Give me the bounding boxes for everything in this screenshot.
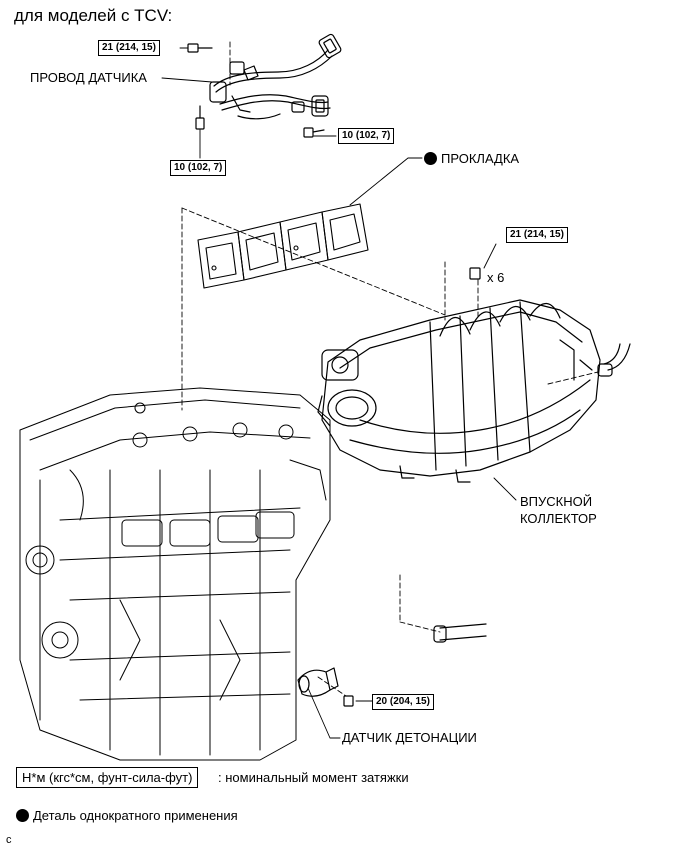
- gasket-label-text: ПРОКЛАДКА: [441, 151, 520, 166]
- manifold-bolt: [469, 267, 481, 280]
- assembly-guide-lines: [181, 41, 599, 697]
- legend-unit-box: Н*м (кгс*см, фунт-сила-фут): [16, 767, 199, 788]
- legend-non-reusable-text: Деталь однократного применения: [33, 808, 238, 823]
- legend-non-reusable: Деталь однократного применения: [16, 808, 238, 823]
- filled-circle-icon: [16, 809, 29, 822]
- legend-unit-description: : номинальный момент затяжки: [218, 770, 409, 785]
- leader-lines: [161, 47, 517, 739]
- torque-wire-left: 10 (102, 7): [170, 160, 227, 176]
- engine-block: [19, 387, 331, 761]
- intake-manifold: [317, 299, 601, 483]
- vacuum-hose-right: [597, 343, 631, 377]
- torque-wire-right: 10 (102, 7): [338, 128, 395, 144]
- intake-gasket: [197, 203, 369, 289]
- bolt-count-label: x 6: [487, 270, 505, 285]
- harness-bolts: [187, 43, 325, 138]
- sensor-wire-harness: [209, 33, 342, 120]
- knock-sensor-label: ДАТЧИК ДЕТОНАЦИИ: [342, 730, 477, 745]
- torque-knock-sensor: 20 (204, 15): [372, 694, 434, 710]
- gasket-label: ПРОКЛАДКА: [424, 151, 519, 166]
- torque-wire-upper: 21 (214, 15): [98, 40, 160, 56]
- footer-code: c: [6, 834, 12, 846]
- intake-manifold-label: ВПУСКНОЙ КОЛЛЕКТОР: [520, 493, 597, 527]
- intake-manifold-label-line2: КОЛЛЕКТОР: [520, 511, 597, 526]
- knock-sensor: [297, 667, 354, 707]
- intake-manifold-label-line1: ВПУСКНОЙ: [520, 494, 593, 509]
- vacuum-hose-bottom: [433, 623, 487, 643]
- torque-manifold: 21 (214, 15): [506, 227, 568, 243]
- non-reusable-icon: [424, 152, 437, 165]
- sensor-wire-label: ПРОВОД ДАТЧИКА: [30, 70, 147, 85]
- page-title: для моделей с TCV:: [14, 6, 173, 25]
